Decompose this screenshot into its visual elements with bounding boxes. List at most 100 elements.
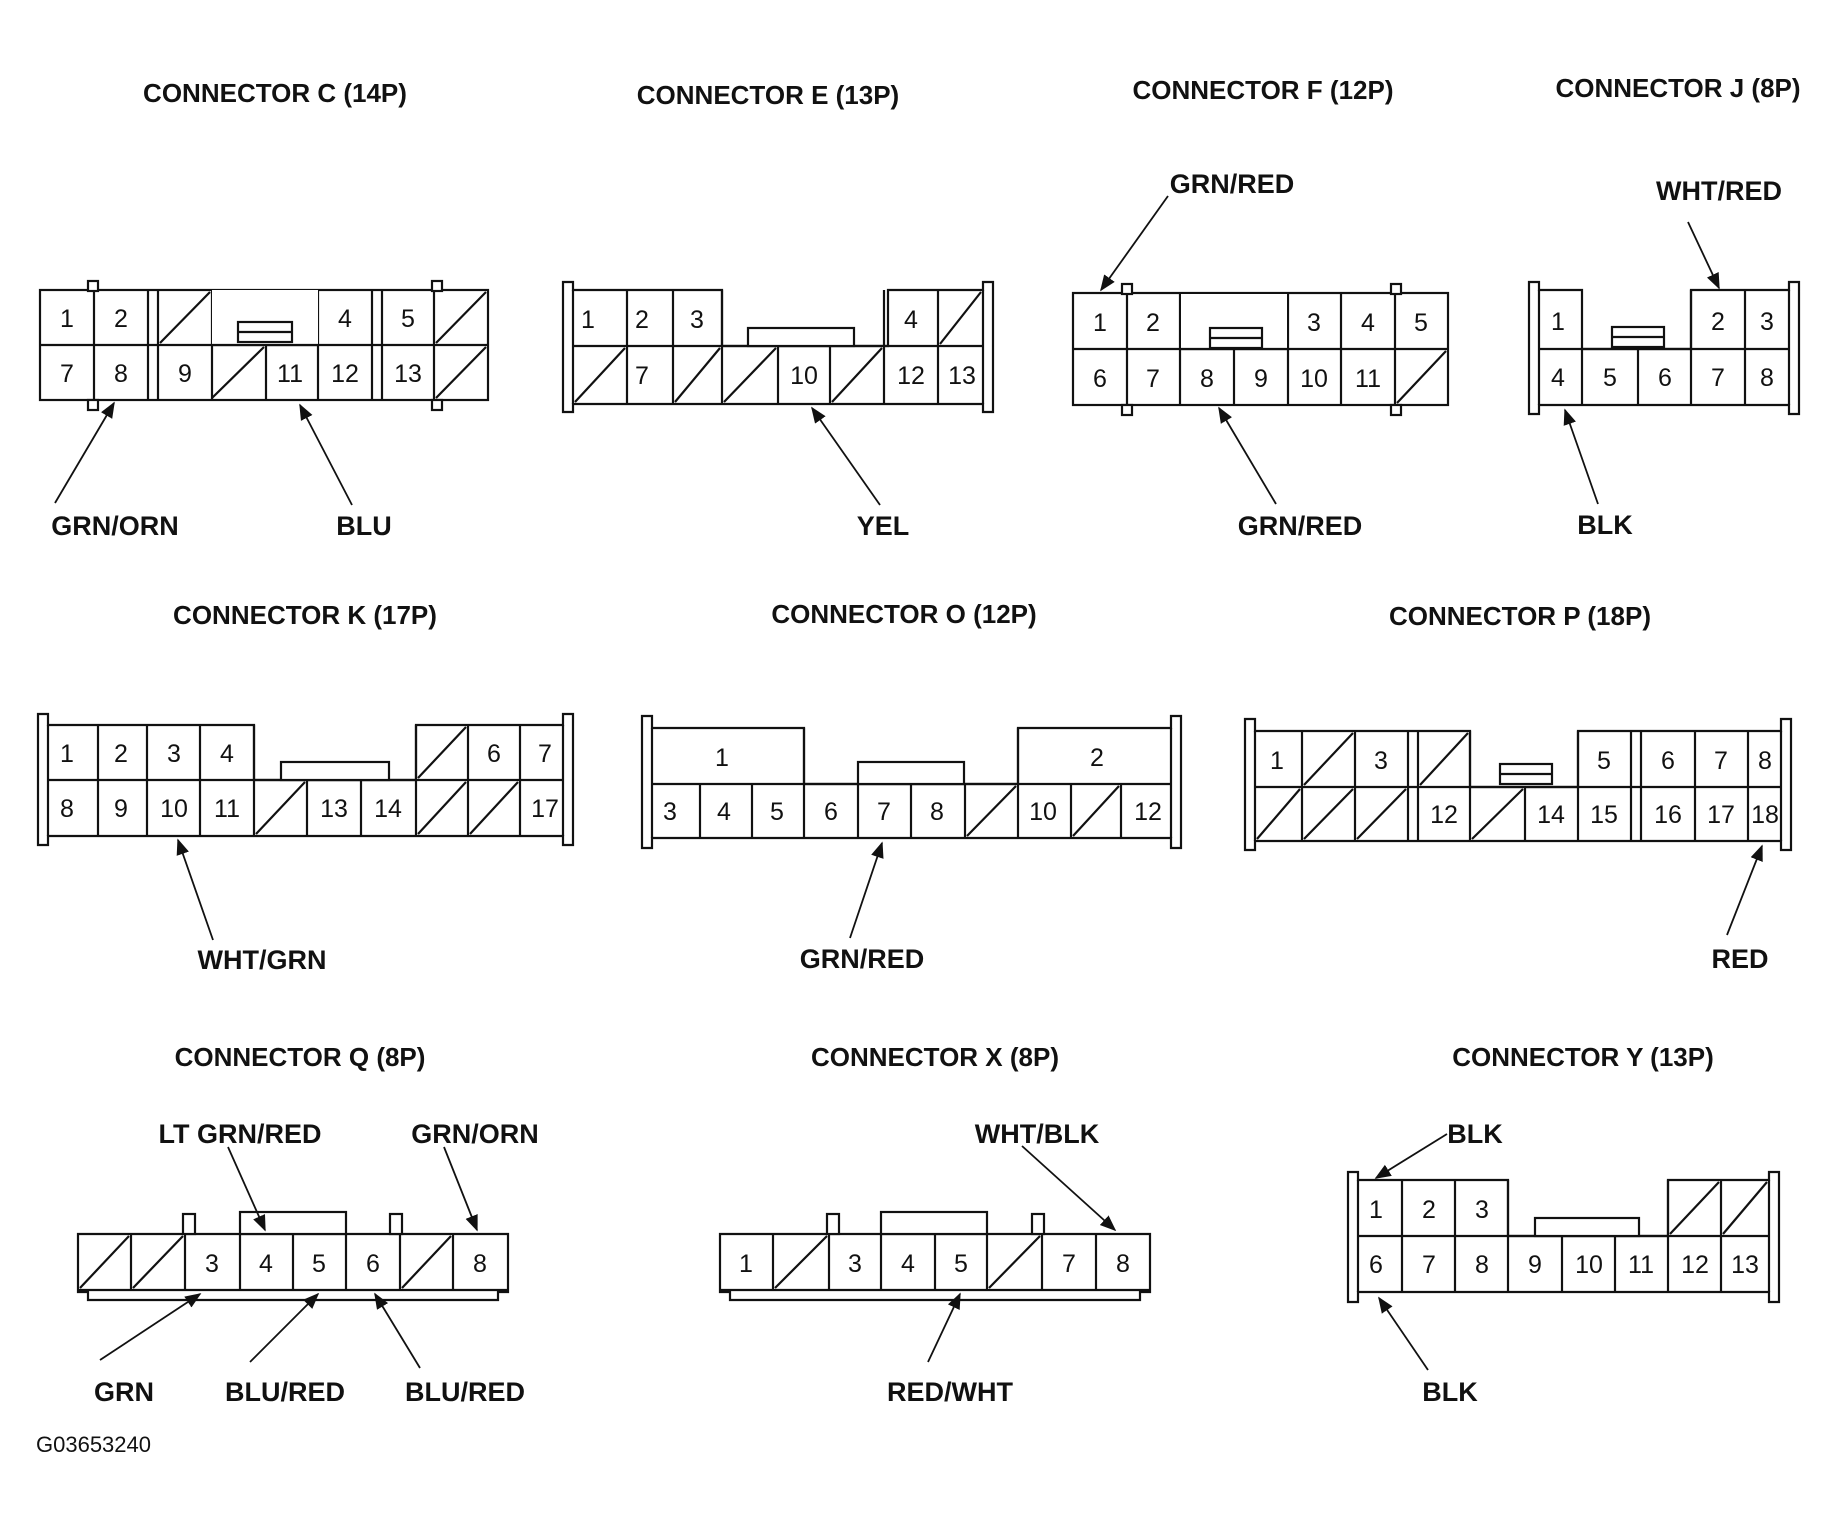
connector-e-pin-12: 12	[897, 362, 925, 390]
connector-q-wire-lt-grn-red: LT GRN/RED	[159, 1119, 322, 1149]
connector-c-pin-8: 8	[114, 360, 128, 388]
connector-f-pin-9: 9	[1254, 365, 1268, 393]
connector-o: CONNECTOR O (12P) 1 2 3 4 5 6 7 8 10 1	[640, 599, 1183, 974]
connector-j-pin-7: 7	[1711, 364, 1725, 392]
connector-c-pin-9: 9	[178, 360, 192, 388]
connector-y-pin-2: 2	[1422, 1196, 1436, 1224]
connector-y-wire-blk-top: BLK	[1447, 1119, 1503, 1149]
connector-o-pin-4: 4	[717, 798, 731, 826]
connector-k-wire-wht-grn: WHT/GRN	[198, 945, 327, 975]
connector-p-pin-5: 5	[1597, 747, 1611, 775]
connector-j-pin-6: 6	[1658, 364, 1672, 392]
connector-p-title: CONNECTOR P (18P)	[1389, 601, 1651, 631]
connector-e-pin-10: 10	[790, 362, 818, 390]
connector-j-title: CONNECTOR J (8P)	[1555, 73, 1800, 103]
connector-q-title: CONNECTOR Q (8P)	[175, 1042, 426, 1072]
connector-k-pin-11: 11	[214, 795, 240, 823]
connector-k-pin-14: 14	[374, 795, 402, 823]
connector-f-pin-11: 11	[1355, 365, 1381, 393]
connector-k: CONNECTOR K (17P) 1 2 3 4 6 7 8	[36, 600, 575, 975]
connector-q-arrow-lt-grn-red	[227, 1146, 266, 1232]
connector-o-pin-12: 12	[1134, 798, 1162, 826]
connector-k-pin-10: 10	[160, 795, 188, 823]
connector-c-pin-7: 7	[60, 360, 74, 388]
connector-c-pin-4: 4	[338, 305, 352, 333]
connector-q-wire-grn: GRN	[94, 1377, 154, 1407]
connector-k-pin-7: 7	[538, 740, 552, 768]
connector-f-pin-2: 2	[1146, 309, 1160, 337]
connector-e-pin-7: 7	[635, 362, 649, 390]
connector-f-wire-grn-red-bottom: GRN/RED	[1238, 511, 1363, 541]
connector-e-pin-4: 4	[904, 306, 918, 334]
connector-j-pin-8: 8	[1760, 364, 1774, 392]
connector-x-wire-wht-blk: WHT/BLK	[975, 1119, 1100, 1149]
connector-o-body	[640, 714, 1183, 850]
connector-y-pin-10: 10	[1575, 1251, 1603, 1279]
connector-x-arrow-red-wht	[927, 1292, 961, 1363]
connector-k-pin-17: 17	[531, 795, 559, 823]
connector-p-arrow-red	[1726, 844, 1763, 936]
connector-y-pin-11: 11	[1628, 1251, 1654, 1279]
connector-o-pin-3: 3	[663, 798, 677, 826]
connector-j-arrow-wht-red	[1687, 221, 1720, 290]
connector-o-pin-2: 2	[1090, 744, 1104, 772]
connector-c-title: CONNECTOR C (14P)	[143, 78, 407, 108]
connector-q-pin-3: 3	[205, 1250, 219, 1278]
connector-p-pin-14: 14	[1537, 801, 1565, 829]
connector-p-pin-7: 7	[1714, 747, 1728, 775]
connector-o-arrow-grn-red	[849, 841, 884, 939]
connector-c-arrow-blu	[299, 403, 353, 506]
connector-y: CONNECTOR Y (13P) 1 2 3 6 7 8 9 10 11 12…	[1346, 1042, 1781, 1407]
connector-q-arrow-blu-red-6	[374, 1292, 421, 1369]
connector-f: CONNECTOR F (12P) 1 2 3 4 5 6 7 8 9	[1071, 75, 1450, 541]
connector-q-wire-grn-orn: GRN/ORN	[411, 1119, 539, 1149]
connector-p-pin-6: 6	[1661, 747, 1675, 775]
connector-k-pin-9: 9	[114, 795, 128, 823]
connector-q-arrow-blu-red-5	[249, 1292, 320, 1363]
connector-p-pin-3: 3	[1374, 747, 1388, 775]
connector-o-pin-1: 1	[715, 744, 729, 772]
connector-y-wire-blk-bottom: BLK	[1422, 1377, 1478, 1407]
connector-k-pin-13: 13	[320, 795, 348, 823]
connector-k-body	[36, 712, 575, 847]
connector-f-pin-3: 3	[1307, 309, 1321, 337]
connector-p-pin-15: 15	[1590, 801, 1618, 829]
connector-y-pin-3: 3	[1475, 1196, 1489, 1224]
connector-f-pin-8: 8	[1200, 365, 1214, 393]
connector-c-arrow-grn-orn	[54, 401, 115, 504]
connector-e-pin-1: 1	[581, 306, 595, 334]
connector-c-pin-13: 13	[394, 360, 422, 388]
connector-k-pin-8: 8	[60, 795, 74, 823]
connector-p-pin-18: 18	[1751, 801, 1779, 829]
connector-j-arrow-blk	[1563, 408, 1599, 505]
connector-k-pin-2: 2	[114, 740, 128, 768]
connector-c-pin-12: 12	[331, 360, 359, 388]
connector-y-title: CONNECTOR Y (13P)	[1452, 1042, 1714, 1072]
connector-y-pin-9: 9	[1528, 1251, 1542, 1279]
connector-y-arrow-blk-top	[1374, 1133, 1448, 1179]
connector-y-body	[1346, 1170, 1781, 1304]
connector-c-pin-2: 2	[114, 305, 128, 333]
connector-p-pin-17: 17	[1707, 801, 1735, 829]
connector-j: CONNECTOR J (8P) 1 2 3 4 5 6 7 8 WHT/RED…	[1527, 73, 1801, 540]
connector-y-pin-13: 13	[1731, 1251, 1759, 1279]
connector-f-pin-4: 4	[1361, 309, 1375, 337]
connector-f-wire-grn-red-top: GRN/RED	[1170, 169, 1295, 199]
connector-f-arrow-grn-red-bottom	[1218, 406, 1277, 505]
connector-o-pin-6: 6	[824, 798, 838, 826]
connector-e-title: CONNECTOR E (13P)	[637, 80, 899, 110]
connector-j-body	[1527, 280, 1801, 416]
connector-j-pin-5: 5	[1603, 364, 1617, 392]
connector-y-pin-12: 12	[1681, 1251, 1709, 1279]
connector-o-pin-10: 10	[1029, 798, 1057, 826]
connector-k-title: CONNECTOR K (17P)	[173, 600, 437, 630]
figure-code: G03653240	[36, 1432, 151, 1457]
connector-c: CONNECTOR C (14P) 1 2	[38, 78, 490, 541]
connector-e-arrow-yel	[811, 406, 881, 506]
connector-e-pin-3: 3	[690, 306, 704, 334]
connector-j-wire-blk: BLK	[1577, 510, 1633, 540]
connector-e-body	[561, 280, 995, 414]
connector-q-pin-8: 8	[473, 1250, 487, 1278]
connector-p-pin-16: 16	[1654, 801, 1682, 829]
connector-x-pin-8: 8	[1116, 1250, 1130, 1278]
